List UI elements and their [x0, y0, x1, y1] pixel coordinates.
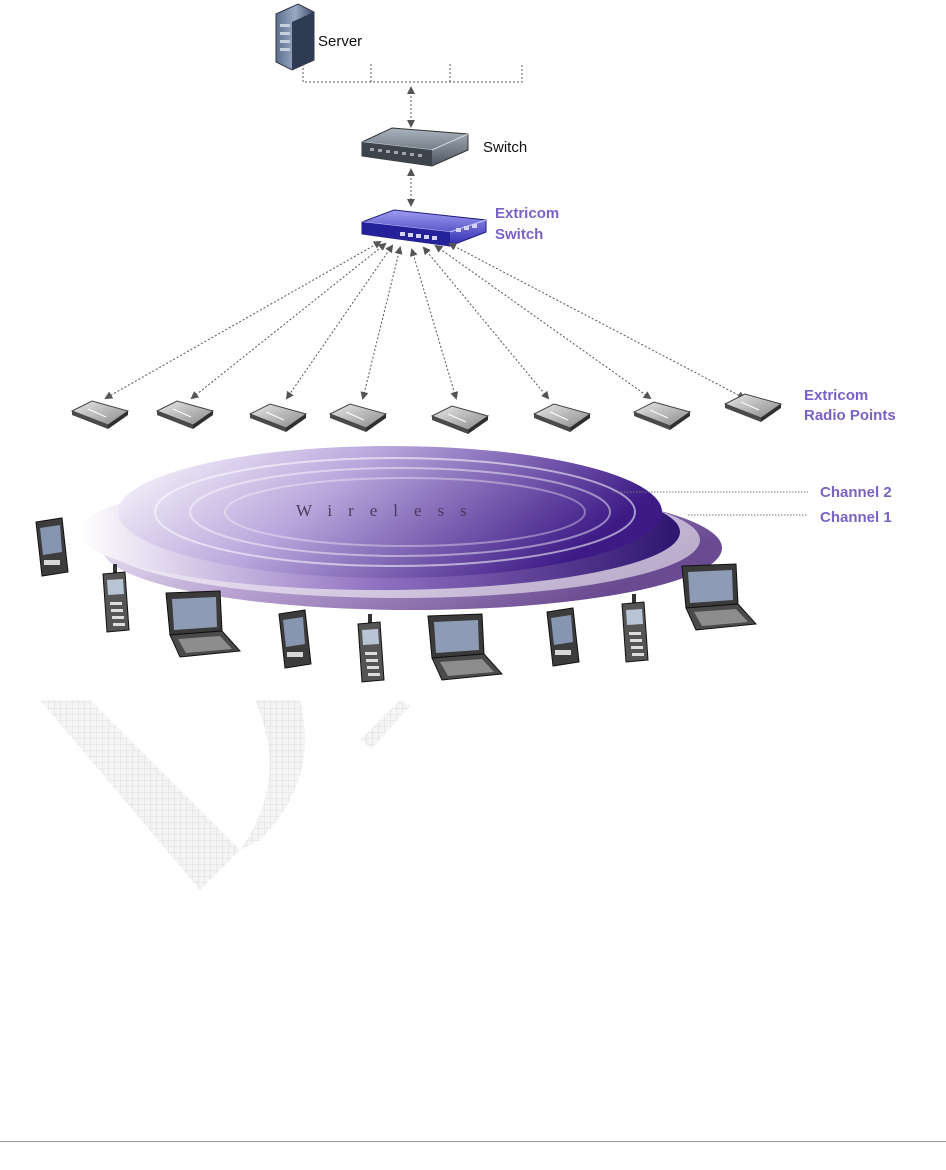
extricom-switch-label-line1: Extricom — [495, 205, 559, 222]
radio-point-icon — [432, 406, 488, 434]
radio-point-icon — [250, 404, 306, 432]
radio-point-icon — [725, 394, 781, 422]
server-label: Server — [318, 33, 362, 50]
radio-point-icon — [330, 404, 386, 432]
extricom-switch-label-line2: Switch — [495, 226, 543, 243]
footer-rule — [0, 1141, 946, 1142]
server-icon — [276, 4, 314, 70]
pda-icon — [547, 608, 579, 666]
radio-link-1 — [106, 242, 380, 398]
radio-points — [72, 394, 781, 434]
channel-2-label: Channel 2 — [820, 484, 892, 501]
switch-label: Switch — [483, 139, 527, 156]
mobile-phone-icon — [622, 594, 648, 662]
radio-links — [106, 242, 744, 398]
pda-icon — [279, 610, 311, 668]
wireless-label: Wireless — [296, 501, 483, 520]
channel-1-label: Channel 1 — [820, 509, 892, 526]
network-switch-icon — [362, 128, 468, 166]
radio-link-6 — [424, 248, 548, 398]
laptop-icon — [428, 614, 502, 680]
pda-icon — [36, 518, 68, 576]
radio-link-5 — [412, 250, 456, 398]
radio-link-3 — [287, 246, 392, 398]
radio-link-4 — [363, 248, 400, 398]
radio-link-2 — [192, 244, 385, 398]
mobile-phone-icon — [103, 564, 129, 632]
radio-points-label-line2: Radio Points — [804, 407, 896, 424]
radio-link-8 — [450, 244, 744, 398]
extricom-switch-icon — [362, 210, 486, 246]
radio-point-icon — [157, 401, 213, 429]
radio-point-icon — [634, 402, 690, 430]
watermark-shape — [40, 700, 410, 890]
radio-link-7 — [436, 246, 650, 398]
radio-point-icon — [534, 404, 590, 432]
server-bus — [303, 64, 522, 82]
laptop-icon — [166, 591, 240, 657]
laptop-icon — [682, 564, 756, 630]
radio-point-icon — [72, 401, 128, 429]
radio-points-label-line1: Extricom — [804, 387, 868, 404]
mobile-phone-icon — [358, 614, 384, 682]
